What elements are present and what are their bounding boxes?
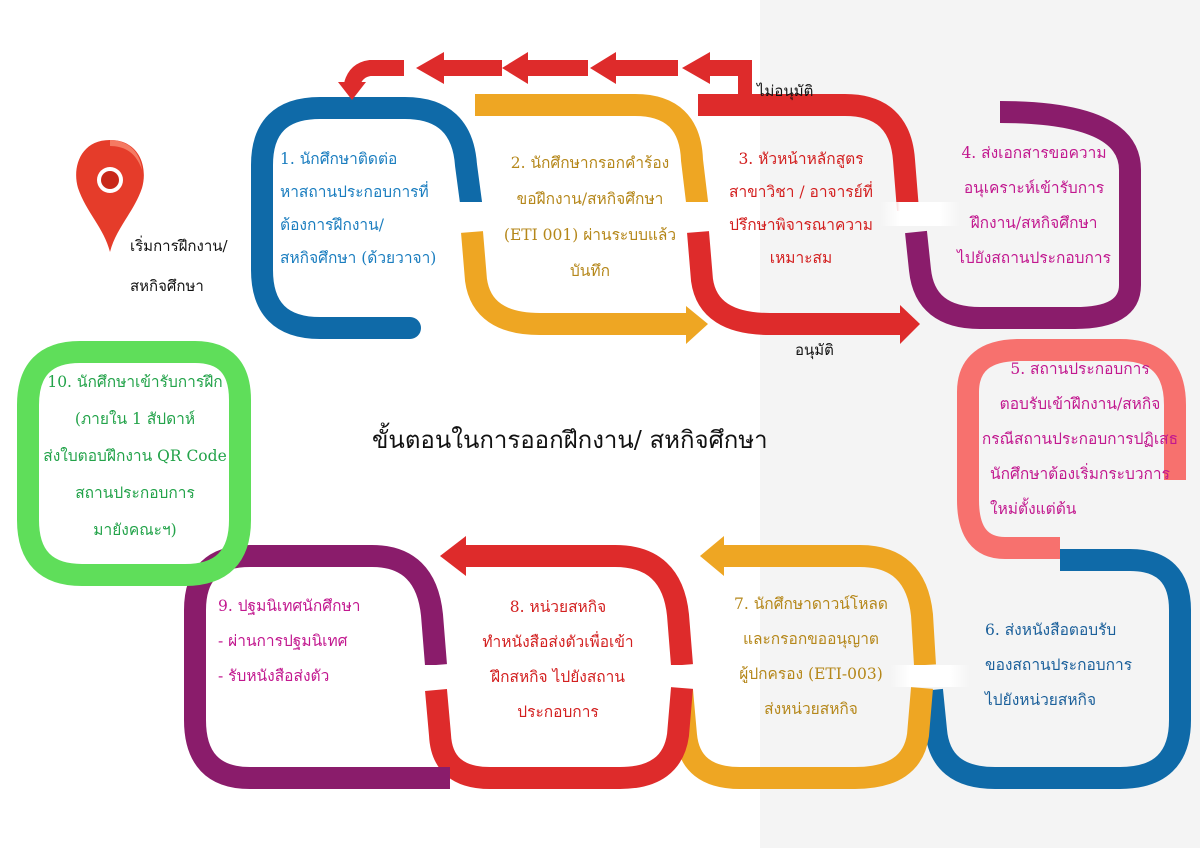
segment-1-band [251,97,483,339]
segment-2-band [475,94,709,212]
notch [880,202,960,226]
step-5-text: 5. สถานประกอบการ ตอบรับเข้าฝึกงาน/สหกิจ … [981,360,1179,518]
segment-5-band [957,339,1186,559]
segment-6-band [921,549,1191,789]
map-pin-icon [76,140,144,252]
step-3-text: 3. หัวหน้าหลักสูตร สาขาวิชา / อาจารย์ที่… [729,150,873,267]
notch [660,202,750,226]
step-2-text: 2. นักศึกษากรอกคำร้อง ขอฝึกงาน/สหกิจศึกษ… [503,154,677,280]
step-7-text: 7. นักศึกษาดาวน์โหลด และกรอกขออนุญาต ผู้… [733,595,889,718]
step-8-text: 8. หน่วยสหกิจ ทำหนังสือส่งตัวเพื่อเข้า ฝ… [482,598,634,721]
notch [438,202,528,226]
step-1-text: 1. นักศึกษาติดต่อ หาสถานประกอบการที่ ต้อ… [280,150,437,267]
step-6-text: 6. ส่งหนังสือตอบรับ ของสถานประกอบการ ไปย… [985,621,1133,709]
segment-8-arrowhead [440,536,466,576]
step-10-text: 10. นักศึกษาเข้ารับการฝึก (ภายใน 1 สัปดา… [43,373,227,539]
step-9-text: 9. ปฐมนิเทศนักศึกษา - ผ่านการปฐมนิเทศ - … [218,597,361,685]
step-4-text: 4. ส่งเอกสารขอความ อนุเคราะห์เข้ารับการ … [957,144,1111,267]
diagram-title: ขั้นตอนในการออกฝึกงาน/ สหกิจศึกษา [372,426,768,454]
segment-4-band [905,101,1141,329]
rejection-arrows [338,52,752,100]
segment-2-arrowhead [686,306,708,344]
notch [640,665,730,687]
segment-10-band [17,341,251,586]
segment-3-band [698,94,919,211]
segment-7-arrowhead [700,536,724,576]
segment-2-lower-band [461,231,690,335]
segment-7-band [720,545,936,666]
segment-3-lower-band [687,231,905,335]
notch [400,665,480,687]
notch [890,665,970,687]
segment-8-band [460,545,693,666]
segment-3-arrowhead [900,305,920,344]
approved-label: อนุมัติ [795,341,834,359]
segment-7-lower-band [671,687,933,789]
segment-8-lower-band [425,687,693,789]
rejected-label: ไม่อนุมัติ [757,82,814,100]
start-label: เริ่มการฝึกงาน/ สหกิจศึกษา [130,237,228,295]
